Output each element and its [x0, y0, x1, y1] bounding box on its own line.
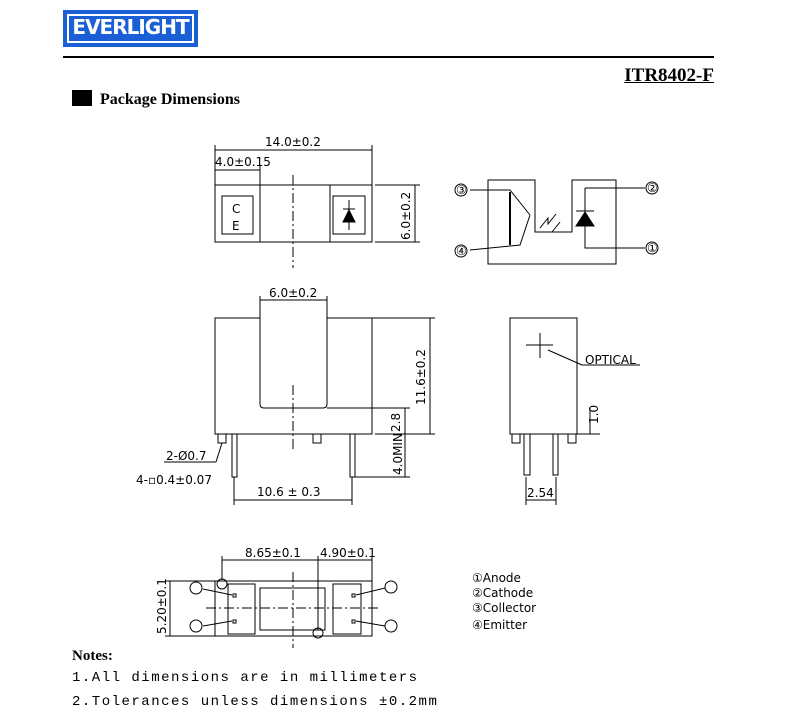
- dim-height: 6.0±0.2: [399, 192, 413, 240]
- dim-lead-pitch: 10.6 ± 0.3: [257, 485, 321, 499]
- optical-label: OPTICAL: [585, 353, 636, 367]
- dim-pin-diameter: 2-Ø0.7: [166, 449, 207, 463]
- dim-total-height: 11.6±0.2: [414, 349, 428, 405]
- side-view: OPTICAL 1.0 2.54: [509, 317, 640, 505]
- bottom-view: 8.65±0.1 4.90±0.1 5.20±0.1: [155, 546, 398, 648]
- marking-e: E: [232, 219, 240, 233]
- pin-1-label: ①: [647, 241, 658, 255]
- note-2: 2.Tolerances unless dimensions ±0.2mm: [72, 694, 439, 710]
- dim-slot-bottom: 2.8: [389, 413, 403, 432]
- dim-optical-height: 1.0: [587, 405, 601, 424]
- dim-lead-size: 4-▫0.4±0.07: [136, 473, 212, 487]
- section-bullet-icon: [72, 90, 92, 106]
- legend-collector: ③Collector: [472, 601, 536, 615]
- pin-3-label: ③: [456, 183, 467, 197]
- legend-emitter: ④Emitter: [472, 618, 527, 632]
- pin-2-label: ②: [647, 181, 658, 195]
- pin-legend: ①Anode ②Cathode ③Collector ④Emitter: [472, 571, 536, 632]
- legend-cathode: ②Cathode: [472, 586, 533, 600]
- dim-gap: 6.0±0.2: [269, 286, 317, 300]
- schematic: ③ ④ ② ①: [454, 179, 659, 265]
- header-rule: [63, 56, 714, 58]
- everlight-logo: EVERLIGHT: [63, 10, 198, 47]
- front-view: 6.0±0.2 11.6±0.2 2.8 4.0MIN 2-Ø0.7 4-▫0.…: [136, 286, 435, 505]
- marking-c: C: [232, 202, 240, 216]
- top-view: 14.0±0.2 4.0±0.15 C E 6.0±0.2: [214, 135, 420, 268]
- dim-h: 5.20±0.1: [155, 578, 169, 634]
- note-1: 1.All dimensions are in millimeters: [72, 670, 419, 686]
- notes-title: Notes:: [72, 648, 113, 664]
- pin-4-label: ④: [456, 244, 467, 258]
- dim-offset: 4.0±0.15: [215, 155, 271, 169]
- dim-width: 14.0±0.2: [265, 135, 321, 149]
- model-number: ITR8402-F: [624, 65, 714, 86]
- dim-lead-length: 4.0MIN: [391, 433, 405, 475]
- section-title: Package Dimensions: [72, 90, 240, 109]
- dim-side-pitch: 2.54: [527, 486, 554, 500]
- dim-b: 4.90±0.1: [320, 546, 376, 560]
- dim-a: 8.65±0.1: [245, 546, 301, 560]
- legend-anode: ①Anode: [472, 571, 521, 585]
